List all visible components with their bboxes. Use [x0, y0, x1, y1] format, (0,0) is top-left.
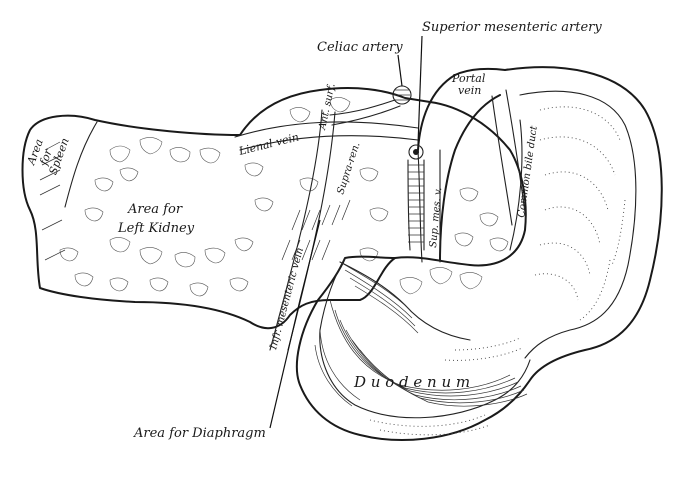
- superior-mesenteric-vein-label: Sup. mes. v.: [428, 187, 444, 248]
- lienal-vein-vessel: [234, 121, 419, 151]
- duodenum-contours: [314, 261, 528, 407]
- superior-mesenteric-artery-label: Superior mesenteric artery: [422, 20, 602, 35]
- area-for-diaphragm-label: Area for Diaphragm: [133, 426, 266, 441]
- celiac-artery-leader: [397, 54, 403, 87]
- duodenum-label: D u o d e n u m: [353, 373, 470, 391]
- area-for-left-kidney-label-line1: Area for: [127, 202, 183, 217]
- celiac-artery-label: Celiac artery: [317, 40, 403, 55]
- duodenum: [295, 66, 663, 441]
- lienal-vein-label: Lienal vein: [237, 130, 301, 158]
- superior-mesenteric-artery-leader: [417, 35, 423, 146]
- portal-vein-label-line2: vein: [458, 84, 481, 97]
- area-for-diaphragm-leader: [269, 219, 321, 429]
- common-bile-duct-vessel: [491, 89, 527, 226]
- duodenum-stipple: [369, 106, 626, 436]
- pancreas-lobules: [59, 97, 509, 297]
- svg-text:for: for: [37, 147, 55, 168]
- superior-mesenteric-artery-vessel: [407, 144, 425, 251]
- supra-renal-label: Supra-ren.: [335, 141, 362, 196]
- celiac-artery-vessel: [329, 85, 412, 126]
- area-for-spleen-label: Area for Spleen: [24, 136, 71, 176]
- area-for-left-kidney-label-line2: Left Kidney: [117, 221, 195, 236]
- portal-vein-label-line1: Portal: [451, 72, 486, 85]
- vessels: [234, 67, 527, 351]
- pancreas-shading: [39, 141, 351, 261]
- pancreas: [21, 87, 527, 330]
